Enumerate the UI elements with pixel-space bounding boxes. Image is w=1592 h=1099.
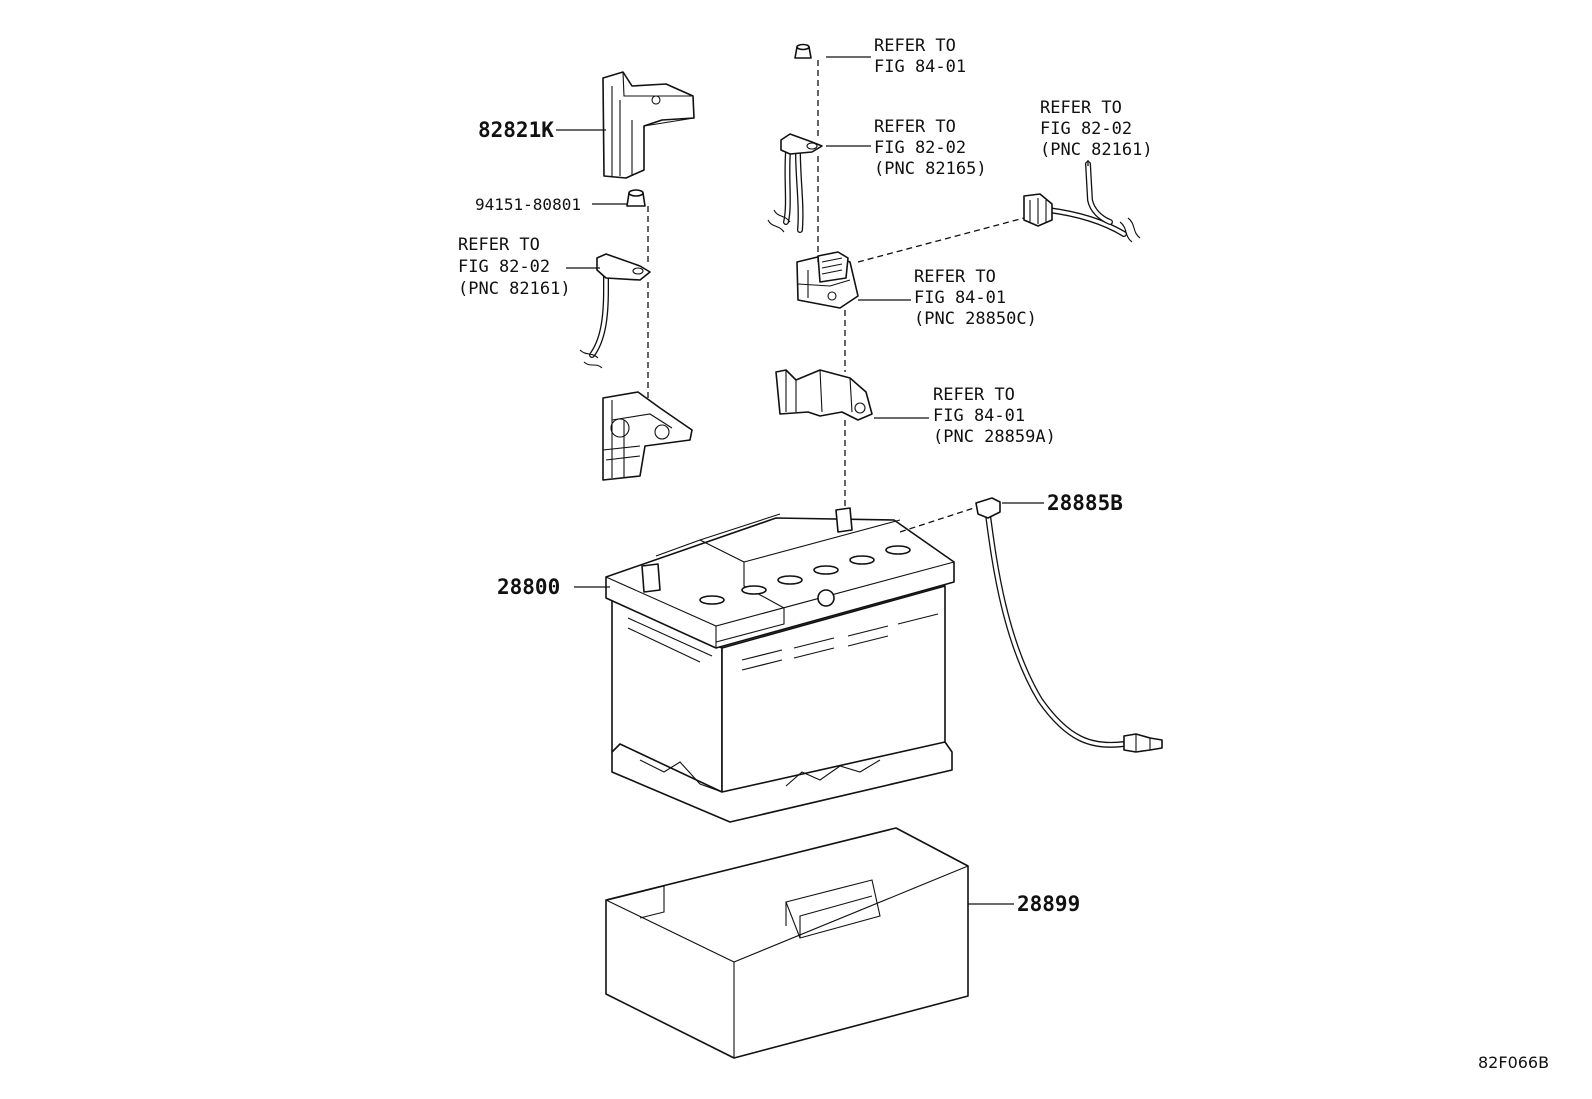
callout-refer-82161-left: REFER TO FIG 82-02 (PNC 82161): [458, 235, 571, 299]
positive-terminal-block[interactable]: [602, 391, 693, 481]
assembly-lines: [647, 60, 1025, 533]
cable-82161-right[interactable]: [1023, 161, 1141, 243]
label-94151-80801: 94151-80801: [475, 195, 581, 214]
leader-lines: [556, 56, 1089, 905]
nut-top[interactable]: [794, 43, 812, 59]
nut-94151-80801[interactable]: [626, 189, 646, 207]
label-28885b: 28885B: [1047, 491, 1123, 515]
vent-hose-28885b[interactable]: [975, 497, 1163, 753]
battery-28800[interactable]: [605, 507, 955, 823]
positive-cable-82161-left[interactable]: [579, 253, 651, 369]
callout-refer-28859a: REFER TO FIG 84-01 (PNC 28859A): [933, 385, 1056, 447]
label-28899: 28899: [1017, 892, 1080, 916]
cable-82165[interactable]: [767, 133, 823, 233]
battery-sensor-28850c[interactable]: [796, 251, 859, 309]
illustration-code: 82F066B: [1478, 1053, 1549, 1072]
battery-insulator-28899[interactable]: [605, 827, 969, 1059]
callout-refer-82161-right: REFER TO FIG 82-02 (PNC 82161): [1040, 98, 1153, 160]
callout-refer-nut: REFER TO FIG 84-01: [874, 36, 966, 77]
callout-refer-82165: REFER TO FIG 82-02 (PNC 82165): [874, 117, 987, 179]
callout-refer-28850c: REFER TO FIG 84-01 (PNC 28850C): [914, 267, 1037, 329]
label-82821k: 82821K: [478, 118, 554, 142]
sensor-bracket-28859a[interactable]: [775, 369, 873, 421]
terminal-cover-82821k[interactable]: [602, 71, 695, 179]
label-28800: 28800: [497, 575, 560, 599]
